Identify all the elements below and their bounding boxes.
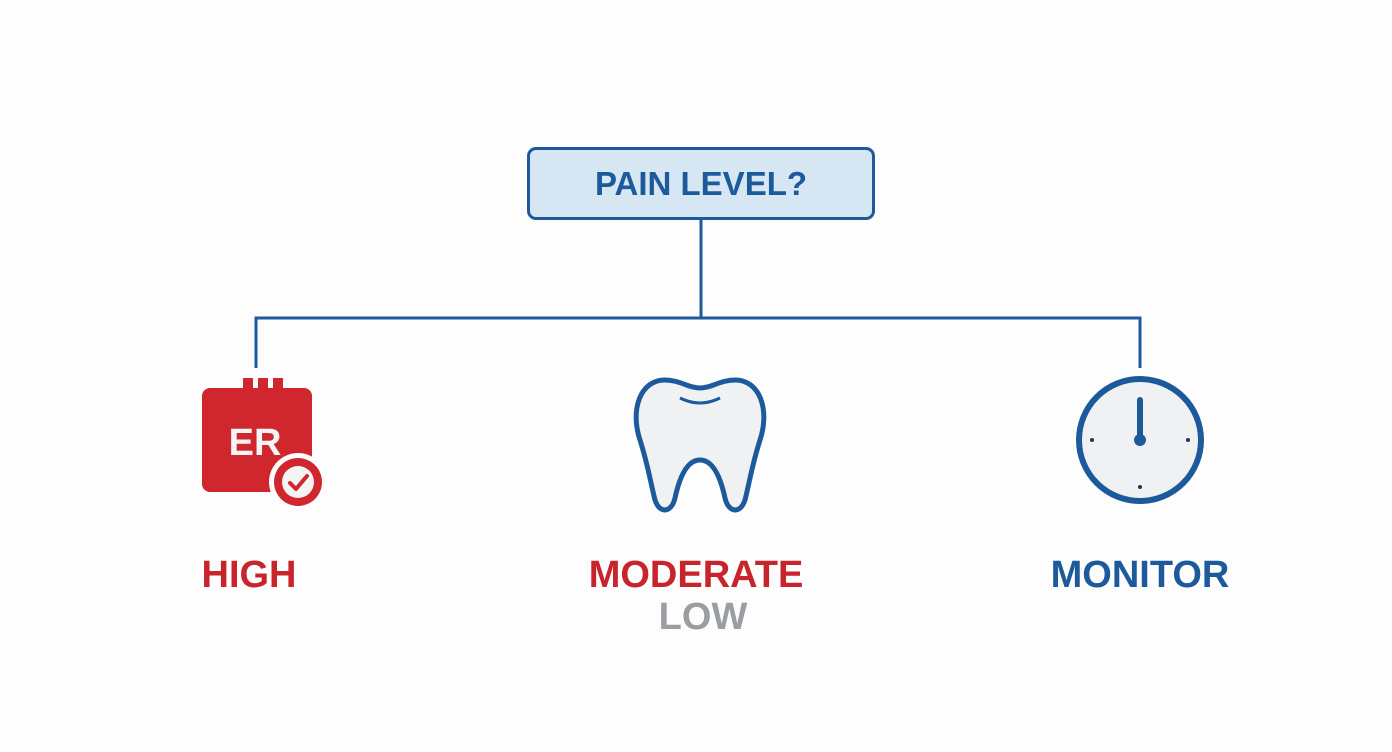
er-icon-text: ER: [229, 422, 282, 464]
root-label: PAIN LEVEL?: [594, 164, 808, 202]
clock-icon: [1076, 376, 1204, 504]
branch-label-high: HIGH: [201, 554, 297, 596]
root-question-box: PAIN LEVEL?: [527, 147, 875, 220]
branch-line: [254, 316, 1142, 368]
er-calendar-check-icon: ER: [202, 378, 327, 511]
tooth-icon: [633, 377, 767, 513]
branch-label-moderate: MODERATE: [588, 554, 804, 596]
branch-sublabel-low: LOW: [658, 596, 748, 638]
branch-label-monitor: MONITOR: [1050, 554, 1230, 596]
